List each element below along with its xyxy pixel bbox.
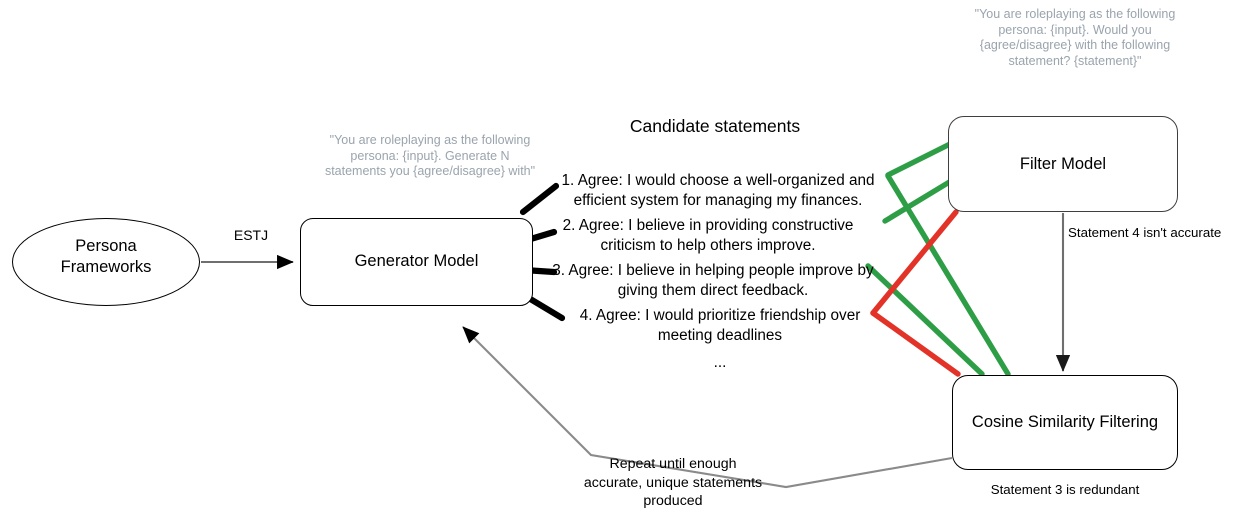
node-persona-frameworks[interactable] [12,218,200,306]
accept-line-2-green [882,175,959,224]
filter-prompt-note: "You are roleplaying as the following pe… [974,7,1176,68]
candidate-statement-1: 1. Agree: I would choose a well-organize… [561,172,875,209]
candidate-statement-4: 4. Agree: I would prioritize friendship … [579,307,861,344]
candidate-statements-heading: Candidate statements [629,116,801,136]
edge-label-statement-not-accurate: Statement 4 isn't accurate [1068,225,1222,240]
reject-line-top-red [870,209,959,316]
cosine-filtering-caption: Statement 3 is redundant [990,482,1140,497]
node-filter-model-label: Filter Model [1019,155,1107,173]
node-persona-frameworks-label: Persona Frameworks [60,237,152,276]
node-generator-model-label: Generator Model [354,252,479,270]
edge-label-estj: ESTJ [233,227,269,243]
node-generator-model[interactable] [300,218,533,306]
candidate-statement-2: 2. Agree: I believe in providing constru… [562,217,854,254]
node-cosine-similarity-filtering[interactable] [952,375,1178,470]
candidate-statements-ellipsis: ... [713,354,727,371]
node-cosine-similarity-filtering-label: Cosine Similarity Filtering [971,413,1159,431]
generator-prompt-note: "You are roleplaying as the following pe… [324,133,536,178]
candidate-statement-3: 3. Agree: I believe in helping people im… [552,262,874,299]
accept-line-4-green [865,263,985,377]
edge-label-repeat-loop: Repeat until enough accurate, unique sta… [583,456,763,509]
node-filter-model[interactable] [948,116,1178,212]
reject-line-bottom-red [870,310,961,377]
